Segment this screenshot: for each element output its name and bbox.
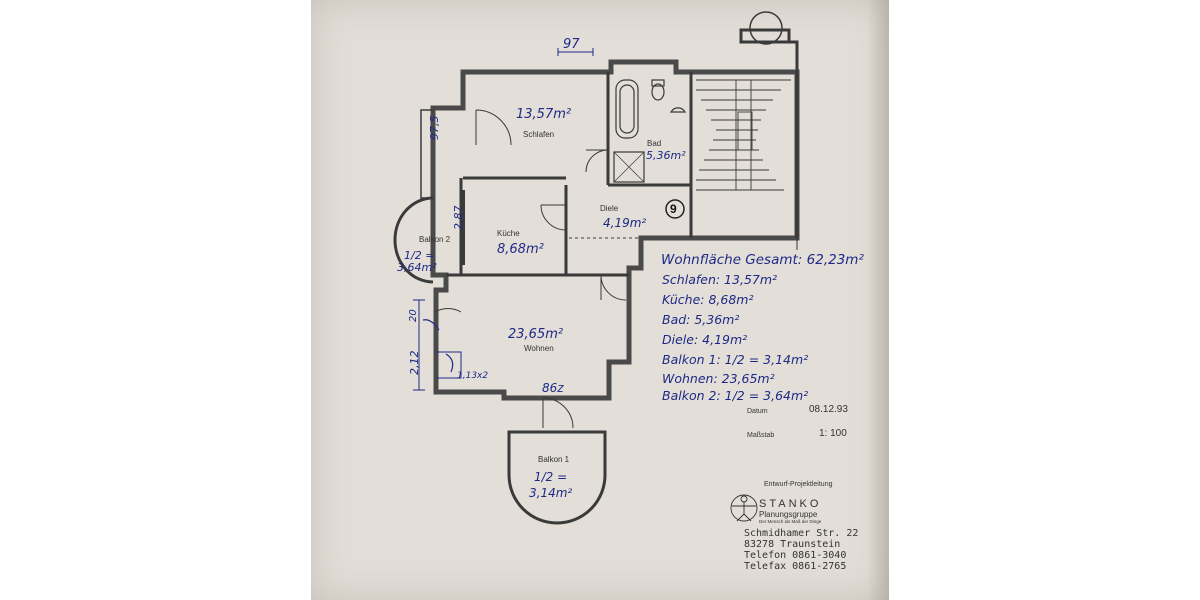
door-balkon2 xyxy=(434,308,462,313)
balkon1-area-line2: 3,14m² xyxy=(529,486,573,500)
bathtub xyxy=(615,79,639,139)
stanko-logo xyxy=(730,494,758,522)
balkon2-area-line2: 3,64m² xyxy=(397,261,437,274)
massstab-value: 1: 100 xyxy=(819,428,847,439)
door-wohnen xyxy=(600,274,627,301)
company-name: STANKO xyxy=(759,498,822,510)
balkon1-outline xyxy=(507,430,607,525)
summary-balkon2: Balkon 2: 1/2 = 3,64m² xyxy=(662,388,809,403)
diele-marker-circle xyxy=(665,199,685,219)
entwurf-label: Entwurf-Projektleitung xyxy=(764,481,833,488)
door-schlafen xyxy=(475,109,512,146)
schlafen-area: 13,57m² xyxy=(516,107,572,122)
summary-wohnen: Wohnen: 23,65m² xyxy=(662,371,775,386)
stair-tower-dome xyxy=(749,11,783,45)
wohnen-label: Wohnen xyxy=(524,344,554,353)
company-city: 83278 Traunstein xyxy=(744,539,841,550)
toilet xyxy=(651,83,665,101)
sink xyxy=(669,107,687,113)
company-telefax: Telefax 0861-2765 xyxy=(744,561,847,572)
balkon2-label: Balkon 2 xyxy=(419,235,451,244)
balkon2-outline xyxy=(393,196,434,284)
dim-balkon2-left: 97,5 xyxy=(428,115,441,141)
balkon2-area-line1: 1/2 = xyxy=(404,249,435,262)
dim-living-door-left: 20 xyxy=(408,309,419,322)
outer-wall xyxy=(430,59,800,401)
massstab-label: Maßstab xyxy=(747,432,775,439)
balkon1-area-line1: 1/2 = xyxy=(534,470,568,484)
datum-value: 08.12.93 xyxy=(809,404,848,415)
summary-schlafen: Schlafen: 13,57m² xyxy=(662,272,778,287)
stairs xyxy=(696,79,791,191)
floor-plan-sheet: 97 97,5 2,87 20 2,12 1,13x2 86z 13,57m² … xyxy=(311,0,889,600)
company-subtitle: Planungsgruppe xyxy=(759,510,818,519)
door-kueche xyxy=(540,204,567,231)
diele-marker: 9 xyxy=(670,202,677,216)
kueche-label: Küche xyxy=(497,229,520,238)
dim-living-left: 2,12 xyxy=(408,350,421,376)
company-street: Schmidhamer Str. 22 xyxy=(744,528,859,539)
datum-label: Datum xyxy=(747,408,768,415)
balkon1-label: Balkon 1 xyxy=(538,455,570,464)
summary-diele: Diele: 4,19m² xyxy=(662,332,748,347)
diele-area: 4,19m² xyxy=(603,216,647,230)
dim-kitchen-wall: 2,87 xyxy=(452,205,465,231)
window-wohnen xyxy=(436,351,462,379)
floor-plan-drawing xyxy=(393,11,800,525)
stair-tower xyxy=(739,28,799,238)
dim-top-opening: 97 xyxy=(563,37,580,52)
summary-bad: Bad: 5,36m² xyxy=(662,312,740,327)
bad-label: Bad xyxy=(647,139,662,148)
summary-kueche: Küche: 8,68m² xyxy=(662,292,754,307)
shower xyxy=(613,151,645,183)
dim-living-window: 1,13x2 xyxy=(457,371,489,381)
company-telefon: Telefon 0861-3040 xyxy=(744,550,847,561)
kueche-area: 8,68m² xyxy=(497,242,544,257)
summary-total: Wohnfläche Gesamt: 62,23m² xyxy=(661,252,864,268)
wohnen-area: 23,65m² xyxy=(508,327,564,342)
door-balkon1 xyxy=(542,397,574,429)
bad-area: 5,36m² xyxy=(646,149,686,162)
company-tagline: Der Mensch als Maß der Dinge xyxy=(759,519,822,524)
summary-balkon1: Balkon 1: 1/2 = 3,14m² xyxy=(662,352,809,367)
door-bad xyxy=(585,149,609,173)
diele-label: Diele xyxy=(600,204,619,213)
dim-living-bottom: 86z xyxy=(542,381,564,395)
schlafen-label: Schlafen xyxy=(523,130,555,139)
